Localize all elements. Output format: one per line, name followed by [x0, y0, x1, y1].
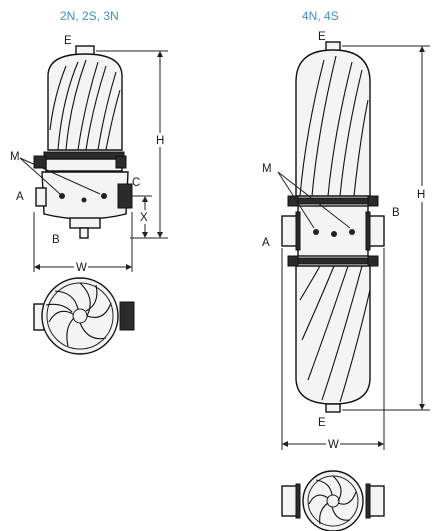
left-label-W: W: [76, 262, 87, 274]
left-label-M: M: [10, 151, 20, 163]
left-manometer-port-2: [101, 193, 107, 199]
right-label-E-top: E: [318, 31, 326, 43]
right-manometer-port-1: [313, 229, 319, 235]
left-clamp-ring: [45, 158, 123, 172]
right-upper-clamp: [293, 197, 373, 205]
right-label-B: B: [392, 207, 400, 219]
right-label-E-bottom: E: [318, 417, 326, 429]
left-inlet-flange: [35, 187, 47, 207]
left-outlet-thread: [117, 183, 133, 209]
right-upper-spiral-ribs: [299, 55, 369, 197]
left-top-view: [33, 277, 135, 355]
left-label-X: X: [140, 212, 148, 224]
left-clamp-bolt-left: [33, 155, 47, 169]
right-bottom-cap: [325, 403, 341, 413]
right-label-H: H: [417, 189, 425, 201]
right-label-M: M: [262, 163, 272, 175]
right-label-A: A: [262, 237, 270, 249]
left-model-title: 2N, 2S, 3N: [60, 9, 119, 23]
left-label-E: E: [64, 35, 72, 47]
left-clamp-bolt-right: [115, 155, 127, 169]
right-lower-clamp: [293, 257, 373, 265]
right-model-title: 4N, 4S: [302, 9, 339, 23]
left-label-B: B: [52, 234, 60, 246]
left-unit: 2N, 2S, 3N E M: [10, 9, 168, 355]
right-unit: 4N, 4S E: [262, 9, 430, 531]
left-label-H: H: [156, 135, 164, 147]
left-spiral-ribs: [49, 59, 121, 151]
left-drain-valve: [79, 227, 89, 239]
right-label-W: W: [328, 439, 339, 451]
left-drain-base: [69, 217, 101, 229]
left-label-C: C: [132, 177, 140, 189]
right-lower-spiral-ribs: [299, 265, 371, 403]
right-top-view: [281, 470, 385, 531]
right-upper-housing: [295, 49, 371, 197]
right-manometer-port-2: [349, 229, 355, 235]
left-base-body: [41, 171, 129, 220]
left-clamp-band: [43, 151, 125, 160]
left-housing-dome: [47, 53, 123, 151]
left-label-A: A: [16, 191, 24, 203]
left-manometer-port-1: [59, 193, 65, 199]
right-center-body: [297, 205, 369, 257]
right-center-screw: [331, 231, 337, 237]
left-center-screw: [81, 197, 87, 203]
